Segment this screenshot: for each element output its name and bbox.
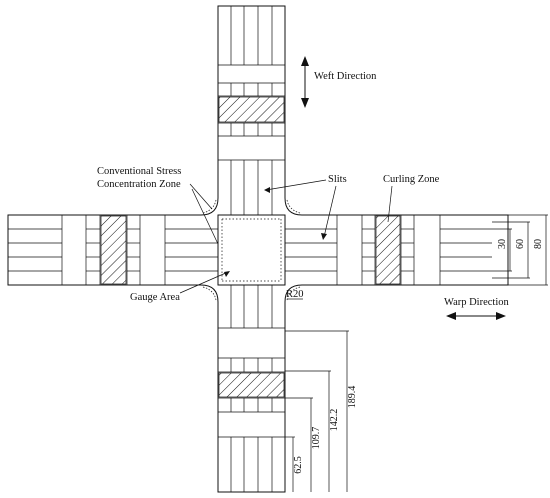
- gauge-area-leader-arrow: [224, 271, 230, 277]
- left-arm-slits: [8, 215, 218, 285]
- gauge-area-label: Gauge Area: [130, 292, 180, 303]
- top-curling-hatch: [218, 96, 285, 123]
- stress-zone-leaders: [189, 183, 219, 245]
- warp-direction-label: Warp Direction: [444, 297, 510, 308]
- right-arm-slits: [285, 215, 492, 285]
- dim-109-7: 109.7: [311, 427, 322, 450]
- slits-leader-top-arrow: [264, 187, 270, 193]
- length-dimension-lines: [285, 330, 349, 492]
- curling-zone-leader: [387, 185, 393, 223]
- specimen-outline: [7, 5, 509, 493]
- stress-zone-label-line2: Concentration Zone: [97, 179, 181, 190]
- gauge-area-leader: [179, 271, 229, 294]
- top-arm-slits: [218, 6, 285, 215]
- dim-80: 80: [533, 239, 544, 249]
- slits-leader-right: [323, 185, 337, 238]
- radius-label: R20: [286, 289, 304, 300]
- warp-direction-arrow: [446, 312, 506, 320]
- curling-zone-label: Curling Zone: [383, 174, 440, 185]
- gauge-dotted-corners: [221, 218, 282, 282]
- dim-189-4: 189.4: [347, 386, 358, 409]
- bottom-curling-hatch: [218, 372, 285, 398]
- stress-zone-label-line1: Conventional Stress: [97, 166, 181, 177]
- dim-62-5: 62.5: [293, 456, 304, 474]
- gauge-area-square: [217, 214, 286, 286]
- slits-leader-right-arrow: [321, 233, 327, 240]
- dim-142-2: 142.2: [329, 409, 340, 432]
- slits-leader-top: [265, 179, 327, 191]
- bottom-arm-slits: [218, 285, 285, 492]
- right-curling-hatch: [375, 215, 401, 285]
- dim-60: 60: [515, 239, 526, 249]
- slits-label: Slits: [328, 174, 347, 185]
- width-dimension-lines: [492, 214, 548, 286]
- weft-direction-label: Weft Direction: [314, 71, 377, 82]
- weft-direction-arrow: [301, 56, 309, 108]
- left-curling-hatch: [100, 215, 127, 285]
- dim-30: 30: [497, 239, 508, 249]
